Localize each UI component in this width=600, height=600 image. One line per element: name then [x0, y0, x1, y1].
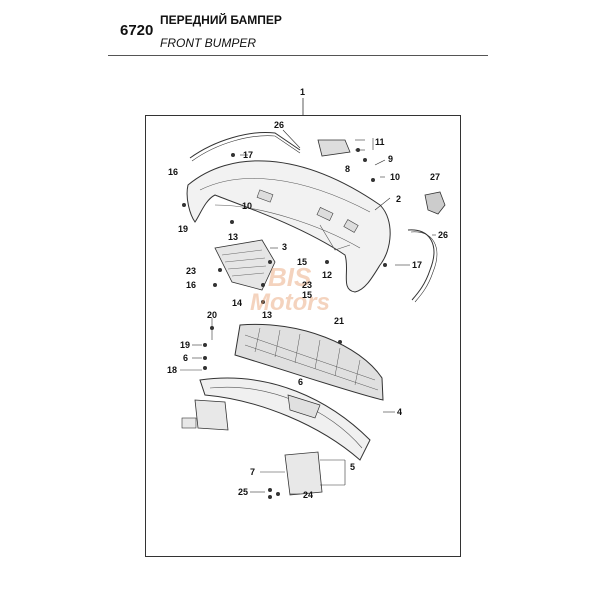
callout-13b: 13: [262, 310, 272, 320]
callout-21: 21: [334, 316, 344, 326]
energy-absorber: [234, 323, 384, 401]
callout-19b: 19: [180, 340, 190, 350]
callout-17b: 17: [412, 260, 422, 270]
callout-24: 24: [303, 490, 313, 500]
callout-11: 11: [375, 137, 385, 147]
callout-12: 12: [322, 270, 332, 280]
callout-15b: 15: [302, 290, 312, 300]
callout-8: 8: [345, 164, 350, 174]
callout-10b: 10: [390, 172, 400, 182]
callout-26a: 26: [274, 120, 284, 130]
callout-7: 7: [250, 467, 255, 477]
trim-strip-upper: [189, 131, 301, 159]
callout-19a: 19: [178, 224, 188, 234]
title-russian: ПЕРЕДНИЙ БАМПЕР: [160, 13, 282, 27]
callout-13a: 13: [228, 232, 238, 242]
callout-14: 14: [232, 298, 242, 308]
watermark-line2: Motors: [250, 289, 330, 316]
title-english: FRONT BUMPER: [160, 36, 256, 50]
callout-25: 25: [238, 487, 248, 497]
callout-20: 20: [207, 310, 217, 320]
callout-9: 9: [388, 154, 393, 164]
callout-3: 3: [282, 242, 287, 252]
callout-5: 5: [350, 462, 355, 472]
section-number: 6720: [120, 22, 154, 39]
mount-bracket: [284, 451, 323, 496]
callout-1: 1: [300, 87, 305, 97]
callout-15a: 15: [297, 257, 307, 267]
header-divider: [108, 55, 488, 56]
callout-18: 18: [167, 365, 177, 375]
callout-23b: 23: [302, 280, 312, 290]
diagram-frame: [145, 115, 461, 557]
side-grille: [214, 239, 276, 291]
callout-27: 27: [430, 172, 440, 182]
callout-10a: 10: [242, 201, 252, 211]
bumper-cover: [186, 160, 391, 293]
left-bracket: [194, 399, 229, 431]
watermark-line1: BIS: [268, 262, 312, 292]
upper-bracket: [317, 139, 351, 157]
part-27: [424, 191, 446, 215]
callout-17a: 17: [243, 150, 253, 160]
callout-16b: 16: [186, 280, 196, 290]
callout-16a: 16: [168, 167, 178, 177]
callout-23a: 23: [186, 266, 196, 276]
callout-6a: 6: [183, 353, 188, 363]
trim-strip-right: [407, 229, 435, 301]
callout-6b: 6: [298, 377, 303, 387]
callout-4: 4: [397, 407, 402, 417]
callout-2: 2: [396, 194, 401, 204]
bumper-beam: [199, 377, 371, 461]
callout-26b: 26: [438, 230, 448, 240]
